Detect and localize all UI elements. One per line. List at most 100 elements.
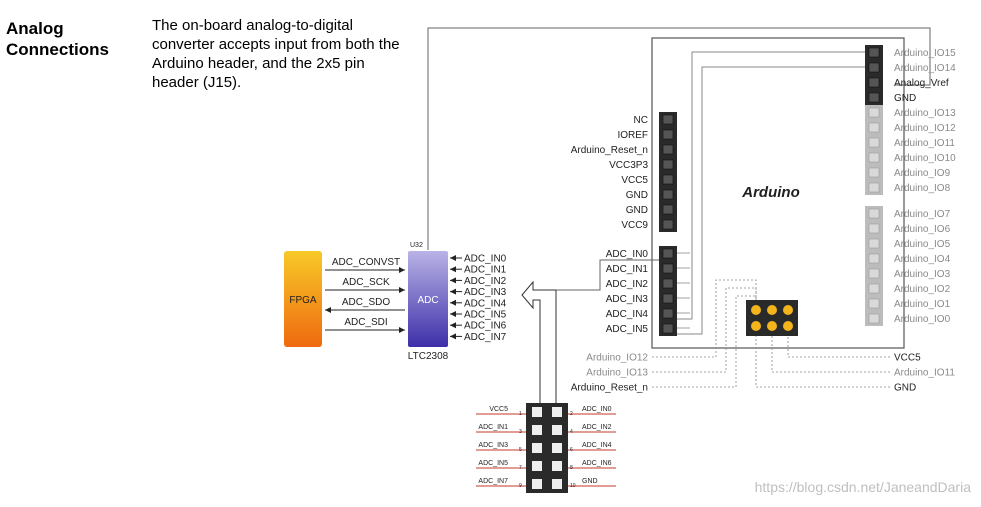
low-right-pin-label: Arduino_IO1 [894, 299, 951, 310]
header-pin [662, 308, 674, 319]
power-pin-label: VCC5 [621, 175, 648, 186]
header-pin [868, 313, 880, 324]
header-pin [662, 144, 674, 155]
icsp-right-label: GND [894, 383, 916, 394]
fpga-signal-arrow [399, 267, 405, 273]
header-pin [868, 167, 880, 178]
io14-wire [677, 66, 867, 335]
adc-input-arrow [450, 255, 456, 261]
adc-input-label: ADC_IN5 [464, 310, 507, 321]
mid-right-pin-label: Arduino_IO12 [894, 123, 956, 134]
arduino-board-label: Arduino [741, 184, 800, 201]
adc-block [408, 251, 448, 347]
icsp-left-label: Arduino_Reset_n [571, 383, 648, 394]
arduino-board-outline [651, 37, 905, 349]
adc-input-arrow [450, 277, 456, 284]
adc-input-arrow [450, 322, 456, 329]
low-right-pin-label: Arduino_IO7 [894, 209, 951, 220]
j15-right-label: ADC_IN4 [582, 442, 612, 449]
j15-left-label: ADC_IN7 [478, 478, 508, 485]
adc-part-label: LTC2308 [408, 351, 449, 362]
adc-input-label: ADC_IN1 [464, 265, 507, 276]
top-right-header [865, 45, 883, 105]
header-pin [868, 77, 880, 88]
adc-designator: U32 [410, 242, 423, 249]
top-right-pin-label: Arduino_IO14 [894, 63, 956, 74]
analog-pin-label: ADC_IN1 [606, 264, 649, 275]
header-pin [662, 129, 674, 140]
header-pin [868, 107, 880, 118]
j15-pin [552, 461, 562, 471]
header-pin [662, 114, 674, 125]
j15-pin [532, 479, 542, 489]
j15-right-num: 10 [570, 483, 576, 489]
j15-pin [552, 407, 562, 417]
header-pin [868, 268, 880, 279]
header-pin [868, 223, 880, 234]
header-pin [662, 189, 674, 200]
j15-left-num: 9 [519, 483, 522, 489]
vref-wire [427, 27, 931, 250]
top-right-pin-label: GND [894, 93, 916, 104]
j15-right-label: GND [582, 478, 598, 485]
header-pin [868, 92, 880, 103]
mid-right-pin-label: Arduino_IO13 [894, 108, 956, 119]
j15-pin [552, 425, 562, 435]
fpga-signal-label: ADC_SCK [342, 277, 390, 288]
low-right-pin-label: Arduino_IO2 [894, 284, 951, 295]
icsp-left-label: Arduino_IO12 [586, 353, 648, 364]
header-pin [868, 283, 880, 294]
header-pin [868, 137, 880, 148]
j15-left-num: 7 [519, 465, 522, 471]
adc-input-arrow [450, 299, 456, 306]
adc-input-label: ADC_IN3 [464, 287, 507, 298]
top-right-pin-label: Arduino_IO15 [894, 48, 956, 59]
header-pin [868, 208, 880, 219]
fpga-signal-arrow [399, 287, 405, 293]
j15-right-num: 8 [570, 465, 573, 471]
adc-input-arrow [450, 311, 456, 317]
icsp-pad [783, 321, 793, 331]
j15-left-num: 1 [519, 411, 522, 417]
j15-left-label: ADC_IN3 [478, 442, 508, 449]
fpga-signal-arrow [325, 307, 331, 313]
icsp-left-label: Arduino_IO13 [586, 368, 648, 379]
icsp-right-label: VCC5 [894, 353, 921, 364]
mid-right-pin-label: Arduino_IO9 [894, 168, 951, 179]
power-pin-label: Arduino_Reset_n [571, 145, 648, 156]
header-pin [662, 204, 674, 215]
power-pin-label: IOREF [617, 130, 648, 141]
analog-pin-label: ADC_IN3 [606, 294, 649, 305]
io15-wire [677, 51, 867, 320]
j15-to-adc-arrow [521, 280, 557, 403]
power-pin-label: GND [626, 190, 648, 201]
analog-pin-label: ADC_IN2 [606, 279, 649, 290]
adc-input-label: ADC_IN7 [464, 332, 507, 343]
icsp-pad [767, 305, 777, 315]
j15-right-num: 6 [570, 447, 573, 453]
analog-pin-label: ADC_IN4 [606, 309, 649, 320]
adc-input-arrow [450, 266, 456, 273]
j15-left-label: ADC_IN5 [478, 460, 508, 467]
j15-pin [552, 479, 562, 489]
icsp-right-wire [771, 336, 890, 373]
icsp-right-label: Arduino_IO11 [894, 368, 955, 379]
header-pin [662, 174, 674, 185]
j15-right-label: ADC_IN6 [582, 460, 612, 467]
header-pin [868, 152, 880, 163]
power-pin-label: NC [634, 115, 648, 126]
j15-left-label: VCC5 [489, 406, 508, 413]
adc-input-label: ADC_IN2 [464, 276, 507, 287]
page-title: Analog Connections [6, 19, 109, 59]
watermark-text: https://blog.csdn.net/JaneandDaria [754, 479, 971, 495]
header-pin [868, 182, 880, 193]
header-pin [662, 159, 674, 170]
fpga-block [284, 251, 322, 347]
header-pin [662, 219, 674, 230]
icsp-pad [767, 321, 777, 331]
fpga-signal-arrow [399, 327, 405, 333]
header-pin [868, 62, 880, 73]
header-pin [662, 263, 674, 274]
adc-input-label: ADC_IN6 [464, 321, 507, 332]
